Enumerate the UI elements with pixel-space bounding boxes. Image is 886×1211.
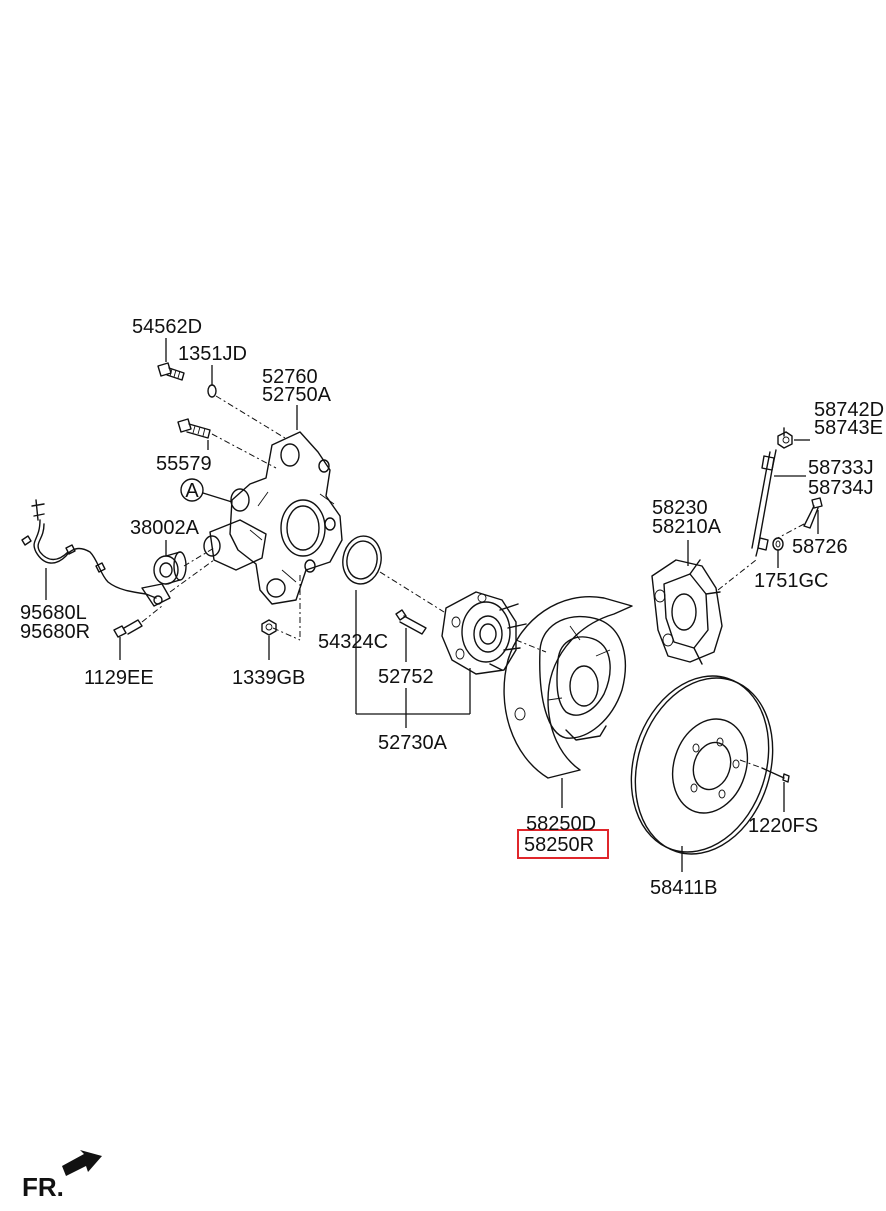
dash-1220fs: [739, 759, 763, 769]
nut-1339gb-part[interactable]: [261, 619, 277, 636]
label-1129ee: 1129EE: [84, 667, 154, 689]
dash-abs: [169, 559, 215, 593]
label-58250r[interactable]: 58250R: [524, 834, 594, 856]
bushing-38002a-part[interactable]: [153, 551, 187, 585]
knuckle-52760-part[interactable]: [203, 431, 343, 605]
label-54324c: 54324C: [318, 631, 388, 653]
front-direction-marker: FR.: [22, 1150, 102, 1202]
label-38002a: 38002A: [130, 517, 200, 539]
seal-54324c-part[interactable]: [339, 533, 385, 587]
hub-bearing-52730a-part[interactable]: [441, 591, 527, 675]
label-52750a: 52750A: [262, 384, 332, 406]
label-58210a: 58210A: [652, 516, 722, 538]
dash-55579: [211, 433, 277, 469]
label-52752: 52752: [378, 666, 434, 688]
label-52760: 52760: [262, 366, 318, 388]
label-1751gc: 1751GC: [754, 570, 829, 592]
front-arrow-icon: [62, 1150, 102, 1176]
dash-hub-plate: [515, 639, 547, 653]
label-54562d: 54562D: [132, 316, 202, 338]
caliper-58230-part[interactable]: [651, 559, 723, 665]
screw-1220fs-part[interactable]: [761, 767, 790, 783]
dash-54324c: [379, 571, 445, 613]
bolt-54562d-part[interactable]: [157, 362, 185, 381]
label-55579: 55579: [156, 453, 212, 475]
label-58743e: 58743E: [814, 417, 883, 439]
label-58250d: 58250D: [526, 813, 596, 835]
bolt-52752-part[interactable]: [395, 609, 427, 635]
label-58230: 58230: [652, 497, 708, 519]
reference-a-letter: A: [185, 480, 199, 502]
dash-caliper: [717, 559, 757, 591]
reference-a-marker: A: [180, 478, 204, 502]
brake-hose-58733j-part[interactable]: [751, 449, 777, 557]
label-95680l: 95680L: [20, 602, 87, 624]
label-52730a: 52730A: [378, 732, 448, 754]
label-58742d: 58742D: [814, 399, 884, 421]
label-95680r: 95680R: [20, 621, 90, 643]
label-1339gb: 1339GB: [232, 667, 305, 689]
label-58733j: 58733J: [808, 457, 874, 479]
highlight-box-58250r: [517, 829, 609, 859]
hose-fitting-58742d-part[interactable]: [777, 427, 793, 449]
brake-disc-58411b-part[interactable]: [609, 658, 794, 872]
bolt-1129ee-part[interactable]: [113, 619, 143, 638]
dash-1339gb: [272, 627, 301, 641]
dash-58726: [773, 523, 805, 541]
bolt-58726-part[interactable]: [803, 497, 823, 529]
clip-1751gc-part[interactable]: [772, 537, 784, 551]
front-label: FR.: [22, 1172, 64, 1202]
label-58734j: 58734J: [808, 477, 874, 499]
washer-1351jd-part[interactable]: [207, 384, 217, 398]
bolt-55579-part[interactable]: [177, 418, 211, 439]
abs-sensor-95680-part[interactable]: [21, 499, 171, 607]
dash-38002a: [183, 547, 215, 567]
label-58411b: 58411B: [650, 877, 717, 899]
label-1351jd: 1351JD: [178, 343, 247, 365]
dash-1129ee: [141, 605, 163, 623]
label-58726: 58726: [792, 536, 848, 558]
parking-brake-shoe-58250-part[interactable]: [503, 596, 633, 779]
label-1220fs: 1220FS: [748, 815, 818, 837]
leader-ref-a: [202, 492, 233, 503]
